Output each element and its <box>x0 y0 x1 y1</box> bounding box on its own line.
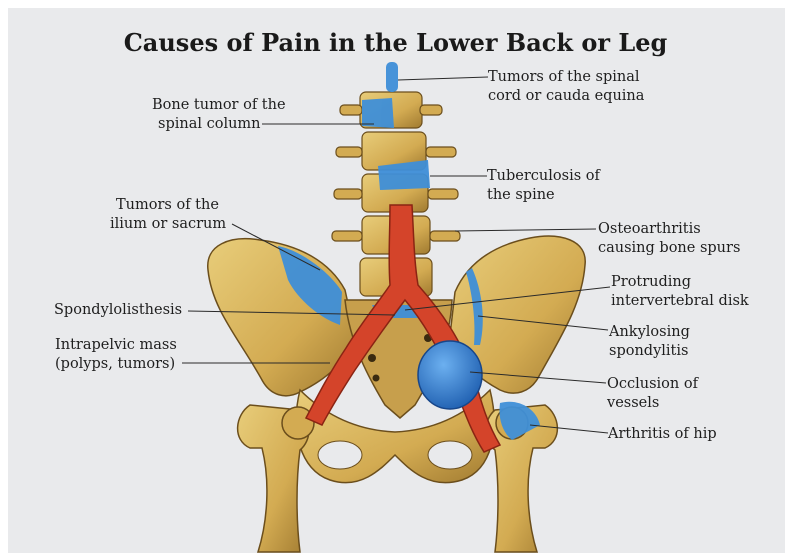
label-arthritis-hip: Arthritis of hip <box>608 425 717 444</box>
intrapelvic-mass <box>418 341 482 409</box>
label-intrapelvic-mass: Intrapelvic mass(polyps, tumors) <box>55 336 177 374</box>
poster-title: Causes of Pain in the Lower Back or Leg <box>0 28 791 57</box>
label-spondylolisthesis: Spondylolisthesis <box>54 301 182 320</box>
